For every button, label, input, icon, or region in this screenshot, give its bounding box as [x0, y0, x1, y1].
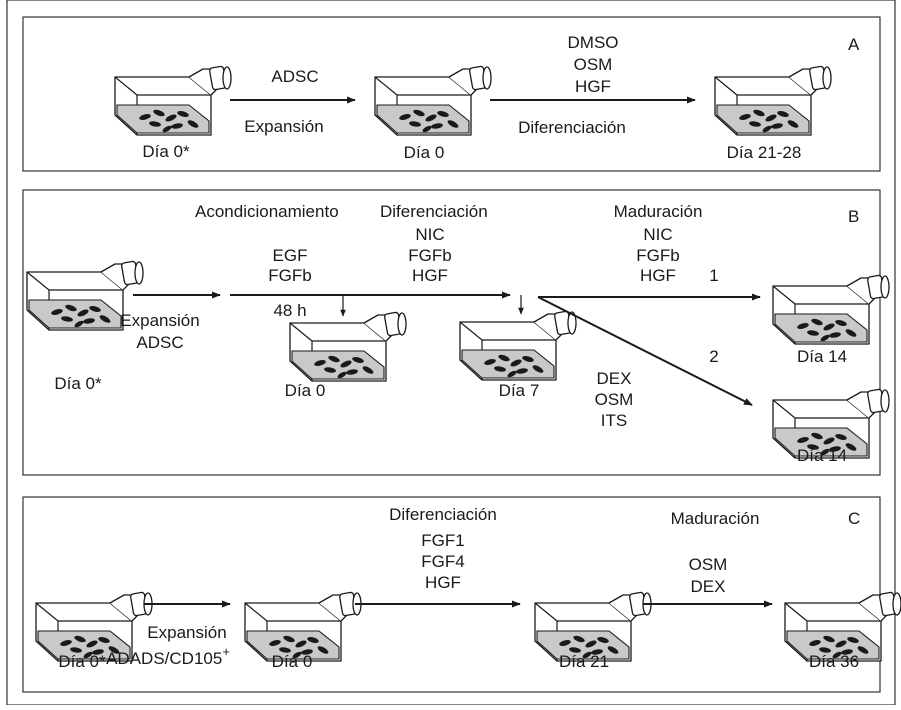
panel-c-letter: C	[848, 509, 860, 528]
panel-a-flask-1	[115, 66, 231, 135]
panel-b-diff-factor: FGFb	[408, 246, 451, 265]
panel-b-day-label: Día 14	[797, 446, 847, 465]
panel-b-cond-factor: FGFb	[268, 266, 311, 285]
panel-b-day-label: Día 0	[285, 381, 326, 400]
panel-c-cell-type-text: ADADS/CD105	[106, 649, 222, 668]
panel-b-day-label: Día 7	[499, 381, 540, 400]
panel-b-letter: B	[848, 207, 859, 226]
panel-c-day-label: Día 36	[809, 652, 859, 671]
panel-a-differentiation-label: Diferenciación	[518, 118, 626, 137]
panel-c-day-label: Día 21	[559, 652, 609, 671]
panel-c-diff-factor: HGF	[425, 573, 461, 592]
panel-a-day-label: Día 21-28	[727, 143, 802, 162]
panel-c-day-label: Día 0	[272, 652, 313, 671]
panel-a-adsc-label: ADSC	[271, 67, 318, 86]
panel-b-day-label: Día 0*	[54, 374, 102, 393]
panel-b-flask-day7	[460, 311, 576, 380]
panel-c: C Diferenciación Maduración FGF1 FGF4 HG…	[23, 497, 901, 692]
panel-b-mat2-factor: ITS	[601, 411, 627, 430]
panel-c-flask-day21	[535, 592, 651, 661]
panel-a-flask-3	[715, 66, 831, 135]
panel-c-mat-factor: OSM	[689, 555, 728, 574]
panel-a-day-label: Día 0*	[142, 142, 190, 161]
panel-b-expansion-label: Expansión	[120, 311, 199, 330]
panel-a-letter: A	[848, 35, 860, 54]
panel-c-mat-factor: DEX	[691, 577, 726, 596]
panel-b-mat1-factor: NIC	[643, 225, 672, 244]
panel-b-stage-conditioning: Acondicionamiento	[195, 202, 339, 221]
panel-c-stage-differentiation: Diferenciación	[389, 505, 497, 524]
panel-a-factor: OSM	[574, 55, 613, 74]
panel-b-mat2-factor: DEX	[597, 369, 632, 388]
panel-c-diff-factor: FGF4	[421, 552, 464, 571]
panel-c-flask-day36	[785, 592, 901, 661]
panel-b-route2-number: 2	[709, 347, 718, 366]
panel-a-flask-2	[375, 66, 491, 135]
panel-b-diff-factor: NIC	[415, 225, 444, 244]
panel-b-day-label: Día 14	[797, 347, 847, 366]
panel-c-stage-maturation: Maduración	[671, 509, 760, 528]
panel-b-arrow-route2	[538, 297, 752, 405]
panel-a-factor: HGF	[575, 77, 611, 96]
panel-b-diff-factor: HGF	[412, 266, 448, 285]
panel-b-mat1-factor: HGF	[640, 266, 676, 285]
panel-c-cell-type-superscript: +	[222, 644, 230, 659]
panel-b-mat2-factor: OSM	[595, 390, 634, 409]
panel-c-expansion-label: Expansión	[147, 623, 226, 642]
panel-a-factor: DMSO	[568, 33, 619, 52]
panel-b-route1-number: 1	[709, 266, 718, 285]
panel-a-expansion-label: Expansión	[244, 117, 323, 136]
panel-b-48h-label: 48 h	[273, 301, 306, 320]
panel-a-day-label: Día 0	[404, 143, 445, 162]
panel-a: A ADSC Expansión DMSO OSM HGF Diferencia…	[23, 17, 880, 171]
panel-b-mat1-factor: FGFb	[636, 246, 679, 265]
panel-b-cond-factor: EGF	[273, 246, 308, 265]
panel-b-flask-route1	[773, 275, 889, 344]
panel-c-diff-factor: FGF1	[421, 531, 464, 550]
panel-b: B Acondicionamiento Diferenciación Madur…	[23, 190, 889, 475]
panel-b-flask-day0	[290, 312, 406, 381]
panel-b-stage-maturation: Maduración	[614, 202, 703, 221]
panel-c-day-label: Día 0*	[58, 652, 106, 671]
panel-b-stage-differentiation: Diferenciación	[380, 202, 488, 221]
panel-b-adsc-label: ADSC	[136, 333, 183, 352]
panel-c-flask-day0	[245, 592, 361, 661]
